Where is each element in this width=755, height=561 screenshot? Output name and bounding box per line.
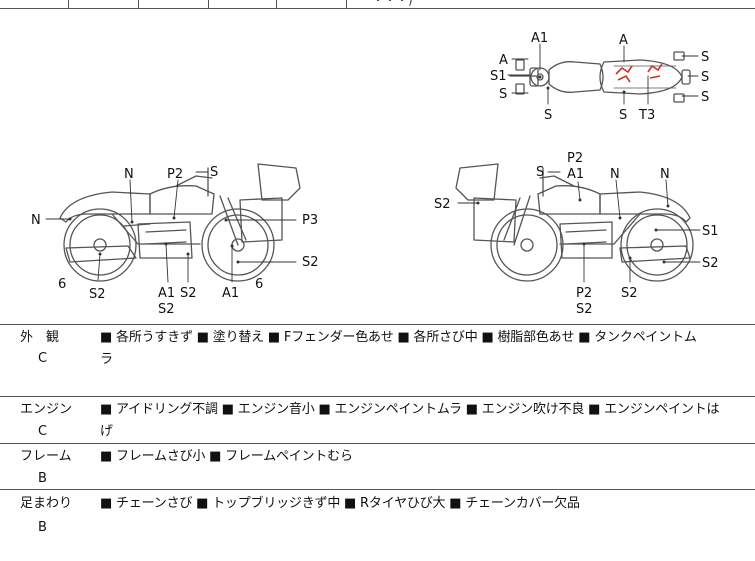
grade-label: B (38, 471, 47, 486)
damage-mark-icon (615, 63, 663, 83)
diagram-label: N (31, 213, 41, 228)
notes-line: げ (100, 424, 113, 439)
diagram-label: N (660, 167, 670, 182)
diagram-label: S1 (490, 69, 507, 84)
diagram-label: S2 (302, 255, 319, 270)
diagram-label: S (701, 50, 709, 65)
diagram-label: S2 (621, 286, 638, 301)
diagram-label: A (499, 53, 508, 68)
diagram-label: 6 (255, 277, 263, 292)
diagram-label: S2 (434, 197, 451, 212)
condition-notes: ■ 各所うすきず ■ 塗り替え ■ Fフェンダー色あせ ■ 各所さび中 ■ 樹脂… (100, 327, 748, 371)
diagram-label: S (619, 108, 627, 123)
notes-line: ■ アイドリング不調 ■ エンジン音小 ■ エンジンペイントムラ ■ エンジン吹… (100, 402, 720, 417)
category-label: 足まわり (20, 496, 73, 511)
row-divider (0, 489, 755, 490)
header-cell-divider (276, 0, 277, 8)
category-label: フレーム (20, 449, 72, 464)
grade-label: C (38, 424, 48, 439)
diagram-label: S2 (158, 302, 175, 317)
condition-notes: ■ チェーンさび ■ トップブリッジきず中 ■ Rタイヤひび大 ■ チェーンカバ… (100, 493, 748, 515)
condition-row-frame: フレーム B ■ フレームさび小 ■ フレームペイントむら (0, 443, 755, 489)
category-label: エンジン (20, 402, 73, 417)
diagram-label: S2 (576, 302, 593, 317)
diagram-label: S (499, 87, 507, 102)
condition-row-exterior: 外 観 C ■ 各所うすきず ■ 塗り替え ■ Fフェンダー色あせ ■ 各所さび… (0, 324, 755, 396)
diagram-label: S (701, 90, 709, 105)
diagram-label: N (610, 167, 620, 182)
damage-diagram: A1 A S1 S S A S S S S T3 N P2 S N P3 6 S… (31, 31, 719, 317)
grade-label: C (38, 351, 48, 366)
row-divider (0, 324, 755, 325)
condition-row-suspension: 足まわり B ■ チェーンさび ■ トップブリッジきず中 ■ Rタイヤひび大 ■… (0, 489, 755, 561)
diagram-label: S2 (702, 256, 719, 271)
diagram-label: A1 (531, 31, 548, 46)
motorcycle-right-side-icon (455, 163, 694, 282)
header-partial-text: ・・・) (372, 0, 413, 7)
diagram-label: A1 (158, 286, 175, 301)
header-cell-divider (346, 0, 347, 8)
diagram-label: S (210, 165, 218, 180)
notes-line: ■ 各所うすきず ■ 塗り替え ■ Fフェンダー色あせ ■ 各所さび中 ■ 樹脂… (100, 330, 697, 345)
diagram-label: S (536, 165, 544, 180)
condition-notes: ■ フレームさび小 ■ フレームペイントむら (100, 446, 748, 468)
diagram-label: A1 (222, 286, 239, 301)
diagram-label: S (701, 70, 709, 85)
header-cell-divider (138, 0, 139, 8)
motorcycle-left-side-icon (59, 163, 301, 282)
diagram-label: P2 (567, 151, 583, 166)
diagram-label: S2 (180, 286, 197, 301)
motorcycle-top-view-icon (509, 51, 691, 103)
diagram-label: T3 (638, 108, 655, 123)
header-cell-divider (208, 0, 209, 8)
diagram-label: A1 (567, 167, 584, 182)
row-divider (0, 443, 755, 444)
diagram-label: N (124, 167, 134, 182)
category-label: 外 観 (20, 330, 60, 345)
diagram-label: S2 (89, 287, 106, 302)
notes-line: ■ チェーンさび ■ トップブリッジきず中 ■ Rタイヤひび大 ■ チェーンカバ… (100, 496, 580, 511)
condition-notes: ■ アイドリング不調 ■ エンジン音小 ■ エンジンペイントムラ ■ エンジン吹… (100, 399, 748, 443)
diagram-label: P3 (302, 213, 318, 228)
notes-line: ラ (100, 352, 113, 367)
row-divider (0, 396, 755, 397)
diagram-label: 6 (58, 277, 66, 292)
notes-line: ■ フレームさび小 ■ フレームペイントむら (100, 449, 353, 464)
diagram-label: S1 (702, 224, 719, 239)
diagram-label: P2 (167, 167, 183, 182)
diagram-label: S (544, 108, 552, 123)
header-bottom-border (0, 8, 755, 9)
grade-label: B (38, 520, 47, 535)
diagram-label: A (619, 33, 628, 48)
condition-row-engine: エンジン C ■ アイドリング不調 ■ エンジン音小 ■ エンジンペイントムラ … (0, 396, 755, 443)
header-cell-divider (68, 0, 69, 8)
diagram-label: P2 (576, 286, 592, 301)
